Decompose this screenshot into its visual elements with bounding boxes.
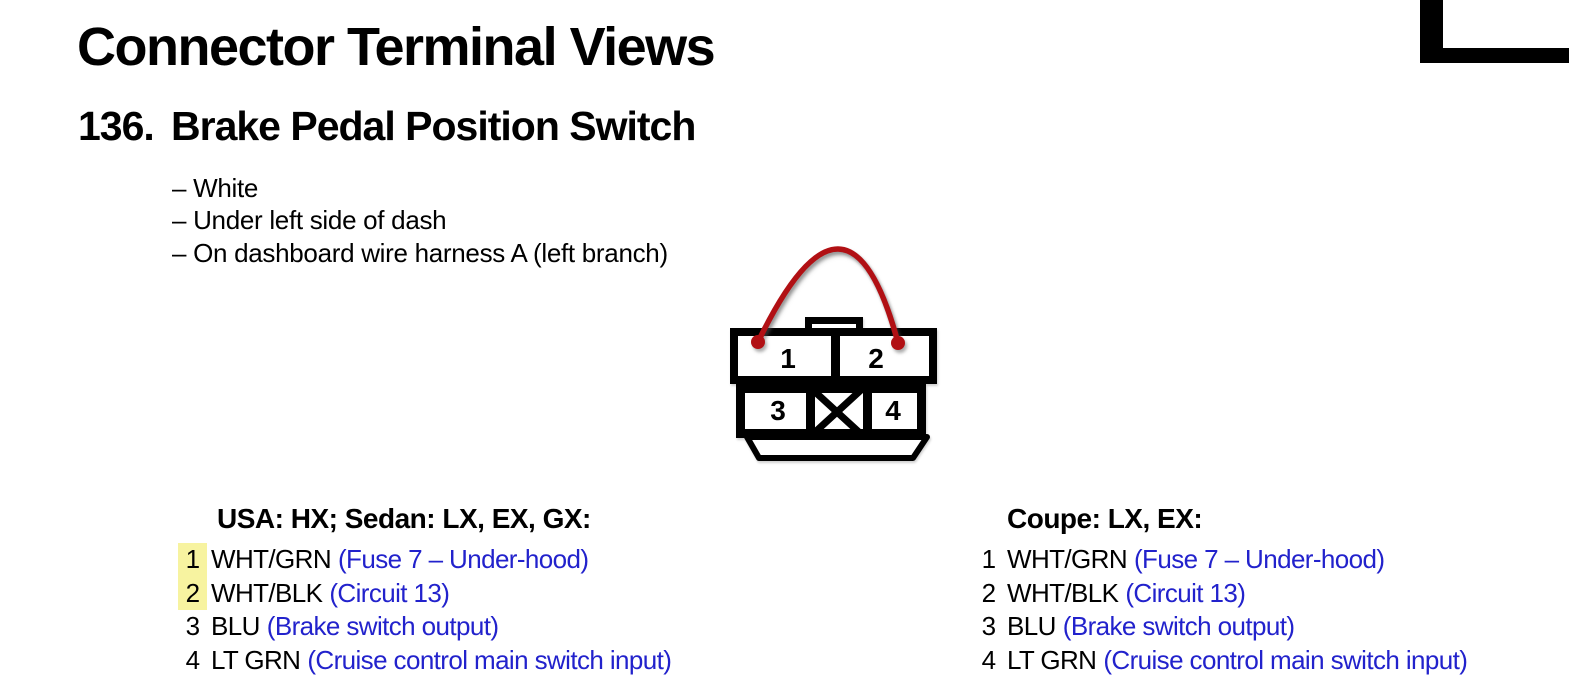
- pin-number: 1: [981, 544, 996, 574]
- circuit-label: (Fuse 7 – Under-hood): [338, 544, 589, 574]
- page-title: Connector Terminal Views: [77, 17, 716, 77]
- circuit-label: (Brake switch output): [266, 611, 499, 641]
- wire-color: WHT/GRN: [211, 544, 332, 574]
- terminal-2-label: 2: [868, 343, 884, 374]
- connector-base: [744, 434, 930, 461]
- pin-number: 2: [178, 576, 207, 610]
- jumper-wire-group: [751, 246, 905, 350]
- pin-number: 3: [981, 611, 996, 641]
- circuit-label: (Fuse 7 – Under-hood): [1134, 544, 1385, 574]
- pin-number: 3: [185, 611, 200, 641]
- jumper-wire-end-1: [751, 335, 765, 349]
- wire-color: WHT/BLK: [1007, 577, 1119, 608]
- note-line: – Under left side of dash: [172, 205, 447, 236]
- pinout-header-coupe: Coupe: LX, EX:: [1007, 503, 1203, 534]
- pinout-row: 4 LT GRN(Cruise control main switch input…: [974, 644, 1468, 678]
- circuit-label: (Brake switch output): [1062, 611, 1295, 641]
- circuit-label: (Circuit 13): [1125, 577, 1246, 608]
- section-title: Brake Pedal Position Switch: [171, 103, 696, 149]
- wire-color: LT GRN: [211, 644, 301, 675]
- circuit-label: (Cruise control main switch input): [1103, 644, 1468, 675]
- section-heading: 136. Brake Pedal Position Switch: [78, 103, 696, 149]
- note-line: – On dashboard wire harness A (left bran…: [172, 237, 668, 268]
- wire-color: BLU: [1007, 611, 1056, 641]
- pin-number: 4: [981, 644, 996, 675]
- pinout-row: 2 WHT/BLK(Circuit 13): [974, 577, 1467, 611]
- pinout-row: 3 BLU(Brake switch output): [178, 610, 671, 644]
- terminal-4-label: 4: [885, 395, 901, 426]
- wire-color: WHT/BLK: [211, 577, 323, 608]
- blocked-cavity-x-stroke: [810, 387, 864, 437]
- wire-color: BLU: [211, 611, 260, 641]
- pin-number: 1: [178, 543, 207, 577]
- corner-mark-vertical-bar: [1420, 0, 1443, 63]
- connector-diagram: 1 2 3 4: [730, 246, 937, 461]
- corner-mark-horizontal-bar: [1420, 48, 1569, 63]
- connector-notes: – White – Under left side of dash – On d…: [172, 172, 668, 269]
- terminal-1-label: 1: [780, 343, 796, 374]
- jumper-wire: [755, 246, 901, 346]
- jumper-wire-end-2: [891, 336, 905, 350]
- circuit-label: (Cruise control main switch input): [307, 644, 672, 675]
- pinout-header-usa-sedan: USA: HX; Sedan: LX, EX, GX:: [217, 503, 591, 534]
- pinout-row: 3 BLU(Brake switch output): [974, 610, 1467, 644]
- terminal-3-label: 3: [770, 395, 786, 426]
- pinout-row: 4 LT GRN(Cruise control main switch input…: [178, 644, 672, 678]
- note-line: – White: [172, 173, 259, 203]
- section-number: 136.: [78, 103, 155, 149]
- pin-number: 2: [981, 577, 996, 608]
- pinout-row: 1 WHT/GRN(Fuse 7 – Under-hood): [974, 543, 1467, 577]
- wire-color: LT GRN: [1007, 644, 1097, 675]
- wire-color: WHT/GRN: [1007, 544, 1128, 574]
- circuit-label: (Circuit 13): [329, 577, 450, 608]
- pin-number: 4: [185, 644, 200, 675]
